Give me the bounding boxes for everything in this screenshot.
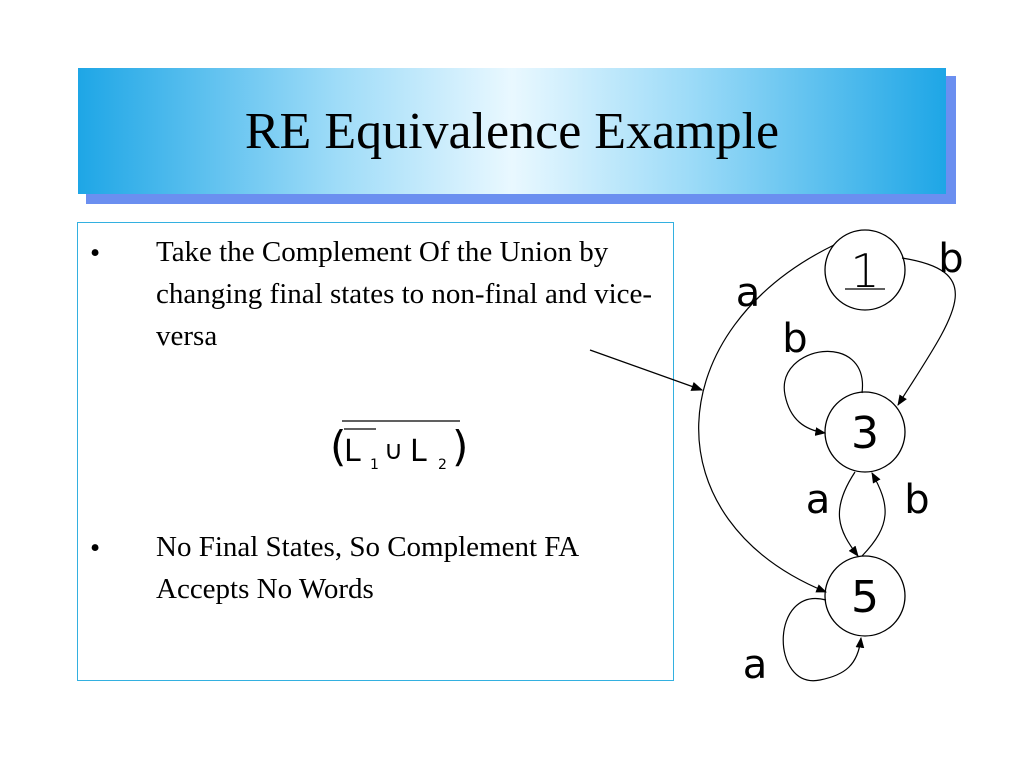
transition-1-5-label: a — [736, 270, 761, 316]
transition-3-5-label: a — [806, 477, 831, 523]
state-3: 3 — [824, 391, 906, 473]
title-banner: RE Equivalence Example — [78, 68, 946, 194]
formula-operator: ∪ — [384, 436, 403, 466]
transition-1-to-5 — [698, 244, 835, 593]
formula-close-paren: ) — [452, 422, 468, 471]
state-1: 1 — [824, 229, 906, 311]
transition-3-self-loop — [783, 350, 863, 436]
content-box: • Take the Complement Of the Union by ch… — [77, 222, 674, 681]
formula-left-subscript: 1 — [370, 457, 379, 473]
transition-1-3-label: b — [938, 236, 963, 282]
transition-3-3-label: b — [782, 316, 807, 362]
transition-3-to-5 — [838, 471, 859, 557]
state-5: 5 — [824, 555, 906, 637]
transition-5-5-label: a — [743, 642, 768, 688]
bullet-text-no-final-states: No Final States, So Complement FA Accept… — [156, 531, 578, 605]
transition-5-3-label: b — [904, 477, 929, 523]
state-1-label: 1 — [850, 244, 879, 298]
formula-right-subscript: 2 — [438, 457, 447, 473]
bullet-marker: • — [90, 237, 101, 269]
transition-5-to-3 — [861, 472, 886, 557]
formula-left-operand: L — [344, 434, 361, 469]
slide-title: RE Equivalence Example — [244, 102, 780, 160]
bullet-text-complement: Take the Complement Of the Union by chan… — [156, 236, 653, 352]
transition-1-to-3 — [897, 257, 956, 406]
complement-union-formula: ( L 1 ∪ L 2 ) — [330, 420, 468, 473]
formula-right-operand: L — [410, 434, 427, 469]
state-3-label: 3 — [851, 408, 879, 459]
state-5-label: 5 — [851, 572, 879, 623]
transition-5-self-loop — [782, 597, 865, 682]
formula-open-paren: ( — [330, 422, 346, 471]
bullet-marker: • — [90, 532, 101, 564]
